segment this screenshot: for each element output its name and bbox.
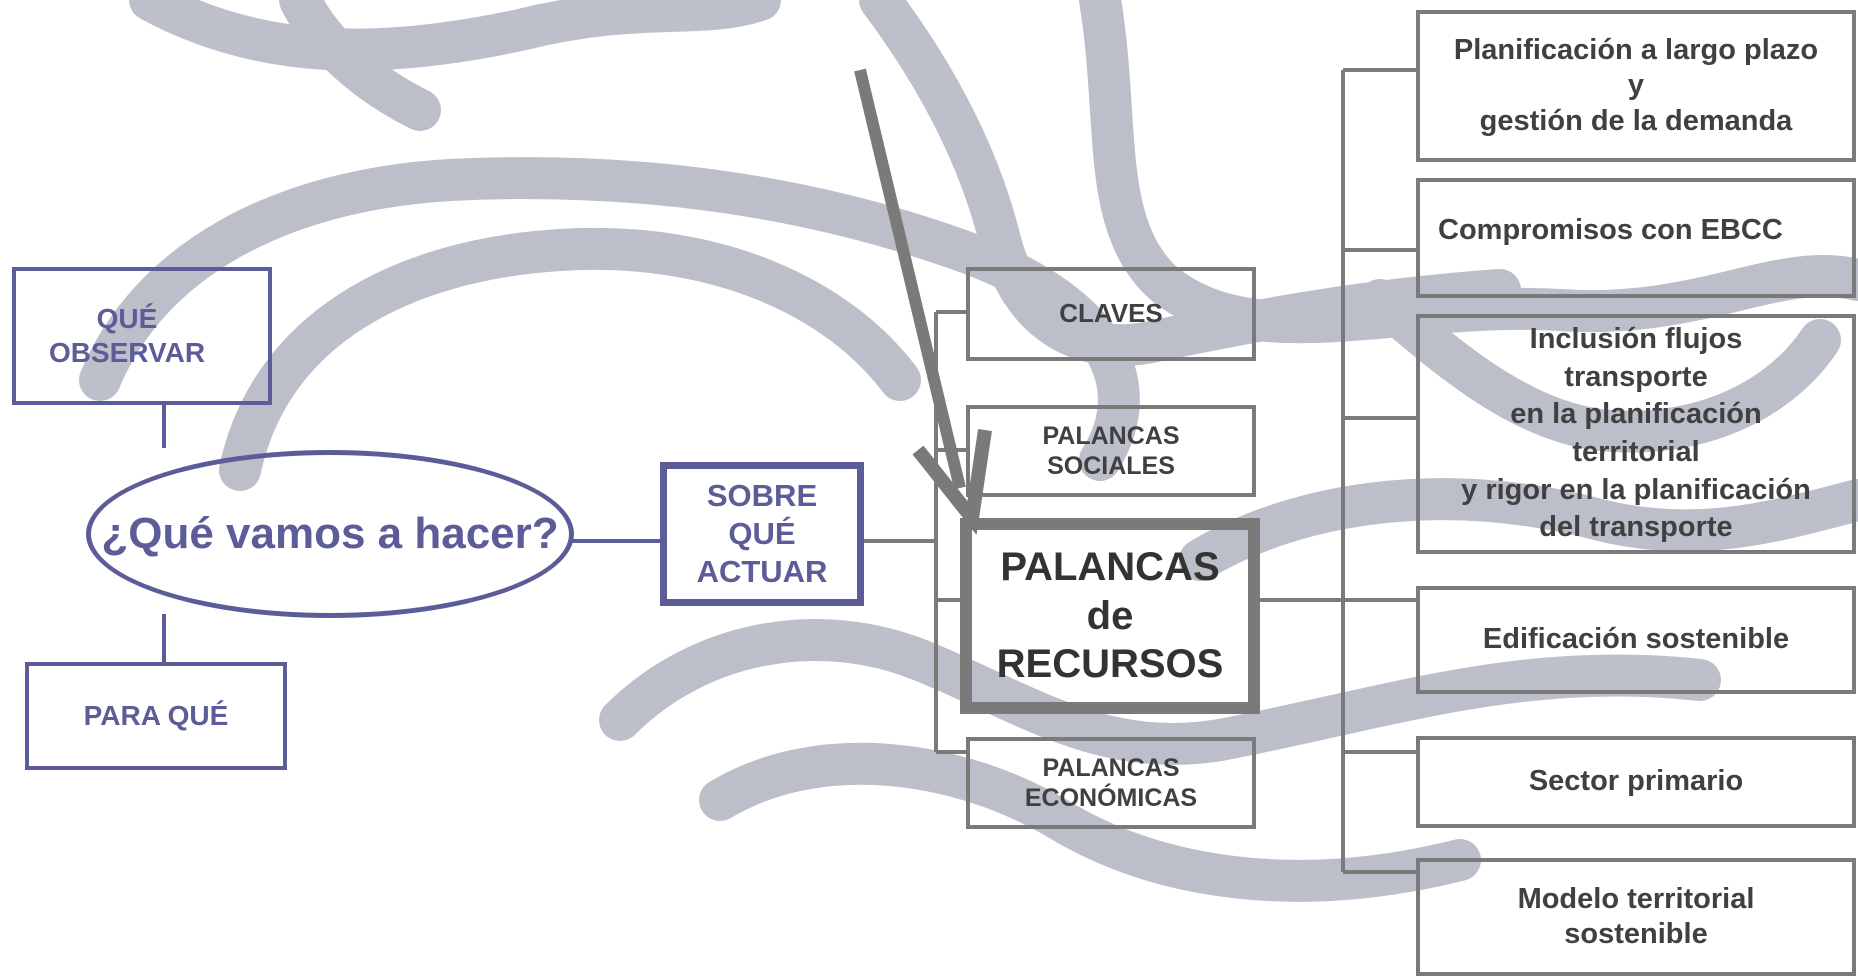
right-box-planificacion-label: Planificación a largo plazo y gestión de… [1453, 33, 1819, 137]
right-box-modelo-territorial: Modelo territorial sostenible [1416, 858, 1856, 976]
right-box-sector-primario-label: Sector primario [1528, 765, 1744, 798]
palancas-recursos-box: PALANCAS de RECURSOS [960, 518, 1260, 714]
palancas-sociales-label: PALANCAS SOCIALES [1042, 421, 1180, 481]
right-box-sector-primario: Sector primario [1416, 736, 1856, 828]
right-box-compromisos-label: Compromisos con EBCC [1438, 214, 1783, 247]
central-question-label: ¿Qué vamos a hacer? [101, 509, 559, 558]
right-box-edificacion-label: Edificación sostenible [1482, 623, 1790, 656]
palancas-recursos-label: PALANCAS de RECURSOS [996, 544, 1224, 687]
que-observar-label: QUÉ OBSERVAR [48, 302, 206, 368]
claves-box: CLAVES [966, 267, 1256, 361]
palancas-economicas-label: PALANCAS ECONÓMICAS [1024, 753, 1198, 813]
right-box-planificacion: Planificación a largo plazo y gestión de… [1416, 10, 1856, 162]
central-question-ellipse: ¿Qué vamos a hacer? [86, 450, 574, 618]
right-box-edificacion: Edificación sostenible [1416, 586, 1856, 694]
sobre-que-actuar-label: SOBRE QUÉ ACTUAR [696, 478, 828, 589]
right-box-compromisos: Compromisos con EBCC [1416, 178, 1856, 298]
palancas-sociales-box: PALANCAS SOCIALES [966, 405, 1256, 497]
para-que-box: PARA QUÉ [25, 662, 287, 770]
right-box-modelo-territorial-label: Modelo territorial sostenible [1517, 882, 1755, 950]
right-box-inclusion-label: Inclusión flujos transporte en la planif… [1461, 322, 1811, 544]
palancas-economicas-box: PALANCAS ECONÓMICAS [966, 737, 1256, 829]
right-box-inclusion: Inclusión flujos transporte en la planif… [1416, 314, 1856, 554]
claves-label: CLAVES [1059, 298, 1163, 329]
que-observar-box: QUÉ OBSERVAR [12, 267, 272, 405]
para-que-label: PARA QUÉ [83, 699, 229, 731]
sobre-que-actuar-box: SOBRE QUÉ ACTUAR [660, 462, 864, 606]
